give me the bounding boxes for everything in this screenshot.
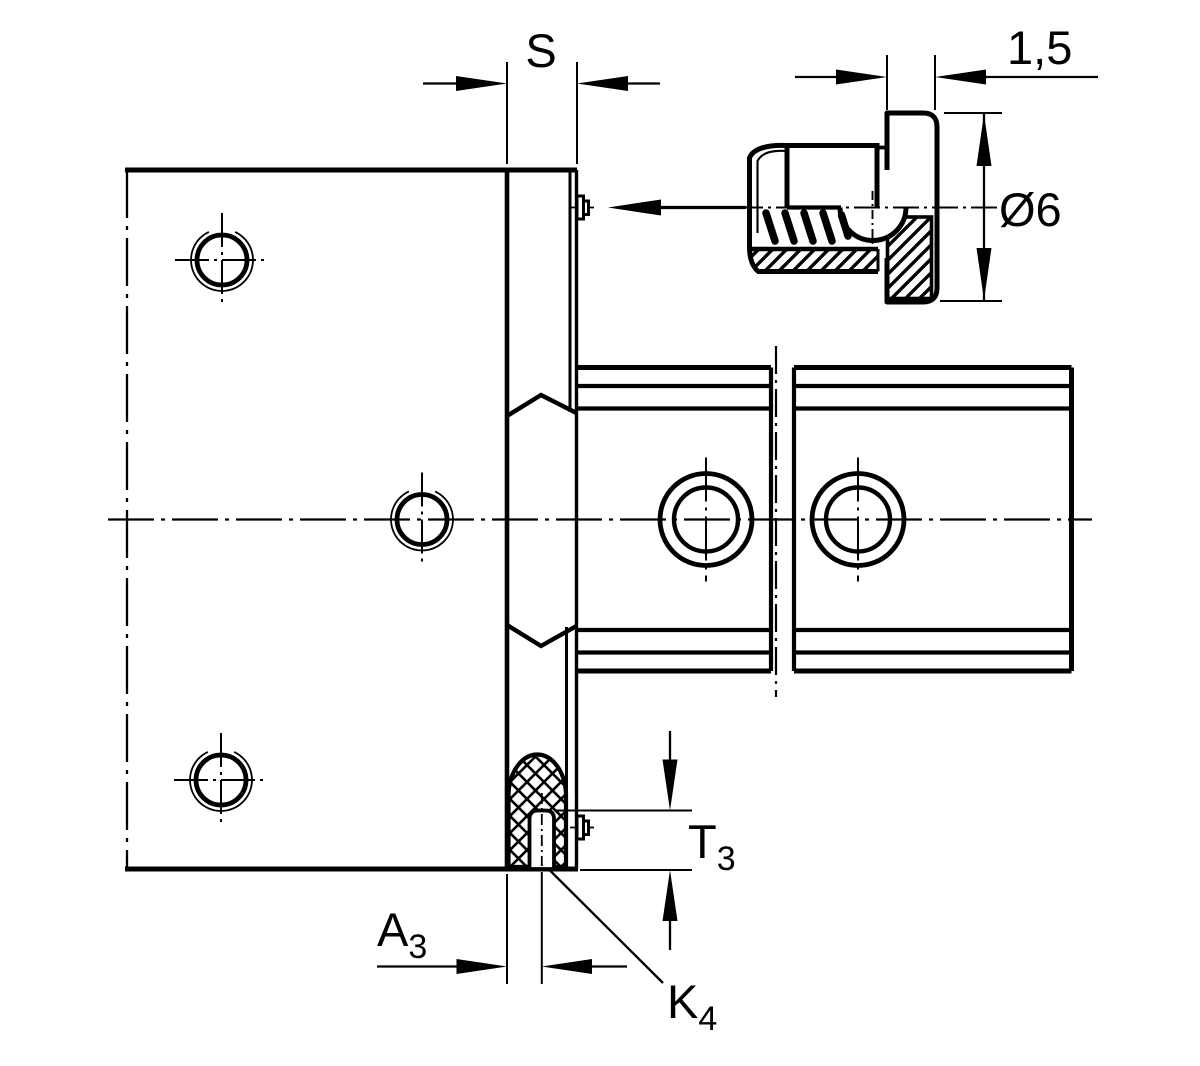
arrowhead	[608, 199, 661, 216]
dimension-dia6-label: Ø6	[999, 183, 1062, 236]
nipple-body-section-hatch	[749, 249, 878, 272]
dimension-s-label: S	[525, 24, 556, 77]
cone-inner-line	[756, 149, 787, 233]
end-seal-strip	[504, 170, 594, 871]
label-k4: K4	[548, 868, 717, 1038]
nipple-cap-contour	[747, 142, 788, 274]
arrowhead	[662, 759, 678, 811]
dimension-1-5: 1,5	[795, 21, 1098, 110]
arrowhead	[976, 248, 992, 300]
dimension-t3-label: T3	[688, 815, 736, 878]
grease-nipple-side-view-top	[570, 194, 594, 221]
detail-pointer-arrow	[608, 199, 746, 216]
a3-subscript: 3	[408, 928, 427, 966]
arrowhead	[541, 959, 592, 974]
guide-rail	[577, 346, 1074, 697]
arrowhead	[456, 959, 507, 974]
break-chevron-lower	[505, 623, 578, 649]
detail-view-lubrication-nipple: 1,5 Ø6	[737, 21, 1098, 305]
arrowhead	[935, 69, 986, 85]
nipple-head	[784, 143, 880, 208]
grease-nipple-side-view-bottom	[570, 814, 594, 841]
main-view: S T3 A3 K4	[108, 24, 1092, 1038]
k4-subscript: 4	[698, 1000, 717, 1038]
press-fit-serrations	[762, 209, 852, 245]
k4-leader-line	[548, 868, 664, 984]
arrowhead	[836, 69, 887, 85]
k4-letter: K	[667, 975, 698, 1028]
plate-hole-bottom-left	[174, 733, 268, 827]
arrowhead	[577, 76, 628, 91]
dimension-1-5-label: 1,5	[1007, 21, 1072, 74]
a3-letter: A	[377, 903, 409, 956]
dimension-a3: A3	[377, 872, 627, 984]
arrowhead	[976, 114, 992, 166]
arrowhead	[456, 76, 507, 91]
plate-hole-top-left	[175, 213, 269, 307]
label-k4-text: K4	[667, 975, 717, 1038]
break-chevron-upper	[505, 392, 578, 418]
t3-letter: T	[688, 815, 717, 868]
dimension-a3-label: A3	[377, 903, 427, 966]
arrowhead	[662, 870, 678, 921]
dimension-t3: T3	[556, 731, 736, 950]
dimension-dia6: Ø6	[940, 112, 1062, 302]
t3-subscript: 3	[717, 840, 736, 878]
dimension-s: S	[423, 24, 660, 164]
